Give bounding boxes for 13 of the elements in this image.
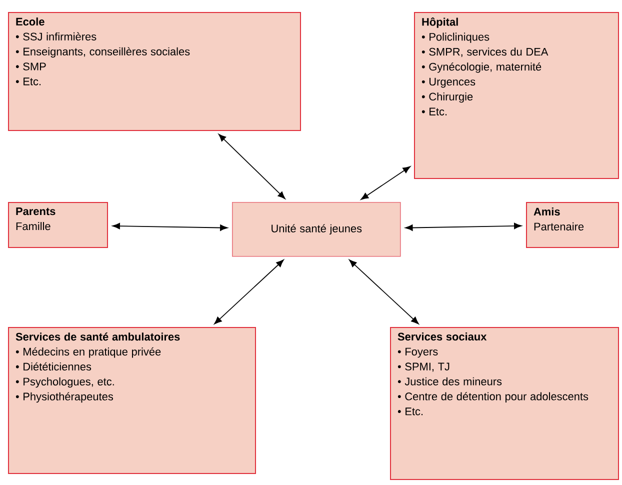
info-box: Ecole • SSJ infirmières • Enseignants, conseillères sociales • SMP • Etc. (8, 12, 301, 131)
info-box: Unité santé jeunes (232, 202, 401, 257)
info-box: Services sociaux • Foyers • SPMI, TJ • Justice des mineurs • Centre de détention pour adolescents • Etc. (390, 326, 619, 480)
info-box: Hôpital • Policliniques • SMPR, services du DEA • Gynécologie, maternité • Urgences • Chirurgie • Etc. (414, 12, 619, 179)
double-arrow (214, 260, 284, 324)
double-arrow (360, 166, 410, 200)
info-box: Services de santé ambulatoires • Médecins en pratique privée • Diététiciennes • Psychologues, etc. • Physiothérapeutes (8, 326, 256, 474)
info-box: Parents Famille (8, 202, 108, 248)
info-box: Amis Partenaire (526, 202, 619, 248)
double-arrow (218, 134, 286, 200)
double-arrow (112, 222, 228, 231)
double-arrow (405, 222, 522, 231)
double-arrow (349, 260, 419, 324)
